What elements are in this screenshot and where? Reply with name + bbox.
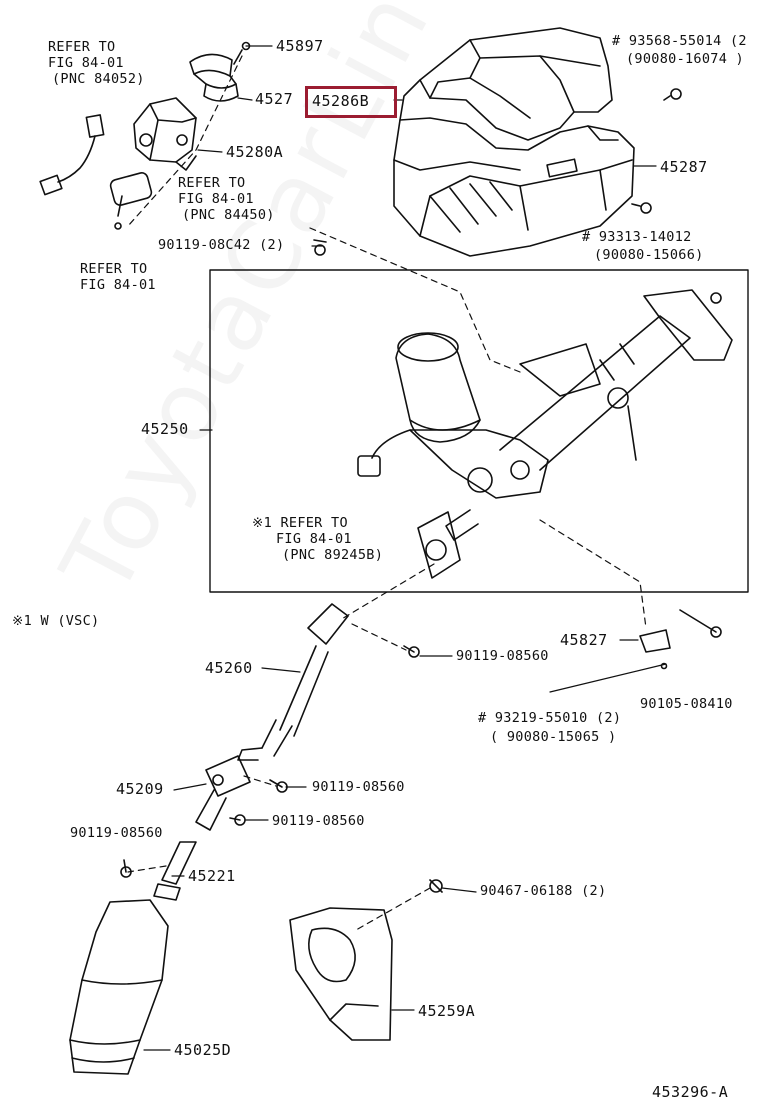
bolt-90119-08560-d: [120, 859, 132, 878]
label-93219-line1[interactable]: # 93219-55010 (2): [478, 710, 622, 726]
ref-89245b-line2: FIG 84-01: [276, 531, 352, 547]
steering-shaft-45221: [153, 841, 197, 901]
screw-90119-08c42: [313, 239, 327, 256]
steering-sensor: [417, 511, 461, 579]
lock-bracket: [189, 41, 251, 102]
bolt-90119-08560-b: [269, 779, 288, 793]
wire-harness-84052: [39, 114, 105, 196]
column-cover-lower: [393, 117, 635, 257]
steering-column-assembly: [357, 289, 733, 541]
label-90467-06188[interactable]: 90467-06188 (2): [480, 883, 607, 899]
label-93313-line1[interactable]: # 93313-14012: [582, 229, 692, 245]
note-vsc: ※1 W (VSC): [12, 613, 100, 629]
column-hole-cover-bracket: [289, 907, 393, 1041]
label-45250[interactable]: 45250: [141, 420, 189, 438]
ref-89245b-line1: ※1 REFER TO: [252, 515, 348, 531]
intermediate-shaft: [237, 603, 349, 761]
label-93568-line1[interactable]: # 93568-55014 (2: [612, 33, 747, 49]
label-90119-08560-a[interactable]: 90119-08560: [456, 648, 549, 664]
diagram-code: 453296-A: [652, 1083, 729, 1101]
bolt-90105-08410: [679, 609, 722, 638]
ref-84052-line3: (PNC 84052): [52, 71, 145, 87]
label-45025d[interactable]: 45025D: [174, 1041, 232, 1059]
label-93219-line2: ( 90080-15065 ): [490, 729, 617, 745]
label-45209[interactable]: 45209: [116, 780, 164, 798]
clamp-45827: [639, 629, 671, 670]
column-boot: [69, 899, 169, 1075]
label-4527[interactable]: 4527: [255, 90, 294, 108]
label-90119-08560-c[interactable]: 90119-08560: [272, 813, 365, 829]
dashed-guide-lines: [127, 55, 647, 931]
ref-8401-line2: FIG 84-01: [80, 277, 156, 293]
column-cover-upper: [399, 27, 613, 141]
label-93313-line2: (90080-15066): [594, 247, 704, 263]
label-45221[interactable]: 45221: [188, 867, 236, 885]
ref-84052-line1: REFER TO: [48, 39, 116, 55]
highlight-box-45286b: [305, 86, 397, 118]
bolt-90119-08560-a: [403, 645, 420, 658]
ref-84450-line2: FIG 84-01: [178, 191, 254, 207]
label-45897[interactable]: 45897: [276, 37, 324, 55]
label-90119-08560-d[interactable]: 90119-08560: [70, 825, 163, 841]
label-93568-line2: (90080-16074 ): [626, 51, 744, 67]
bolt-90467-06188: [429, 879, 443, 893]
label-45827[interactable]: 45827: [560, 631, 608, 649]
label-90119-08c42[interactable]: 90119-08C42 (2): [158, 237, 285, 253]
leader-lines: [143, 45, 667, 1051]
label-45280a[interactable]: 45280A: [226, 143, 284, 161]
label-90119-08560-b[interactable]: 90119-08560: [312, 779, 405, 795]
screw-93313: [631, 202, 652, 214]
label-45259a[interactable]: 45259A: [418, 1002, 476, 1020]
label-45287[interactable]: 45287: [660, 158, 708, 176]
column-assembly-frame: [209, 269, 749, 593]
ref-84052-line2: FIG 84-01: [48, 55, 124, 71]
ref-84450-line1: REFER TO: [178, 175, 246, 191]
screw-93568: [663, 88, 682, 101]
ref-8401-line1: REFER TO: [80, 261, 148, 277]
ref-84450-line3: (PNC 84450): [182, 207, 275, 223]
label-45286b[interactable]: 45286B: [312, 92, 370, 110]
bolt-90119-08560-c: [229, 814, 246, 826]
ref-89245b-line3: (PNC 89245B): [282, 547, 384, 563]
label-45260[interactable]: 45260: [205, 659, 253, 677]
label-90105-08410[interactable]: 90105-08410: [640, 696, 733, 712]
key-cylinder-housing: [133, 97, 197, 171]
ignition-switch: [109, 172, 153, 230]
sliding-yoke: [195, 755, 251, 831]
